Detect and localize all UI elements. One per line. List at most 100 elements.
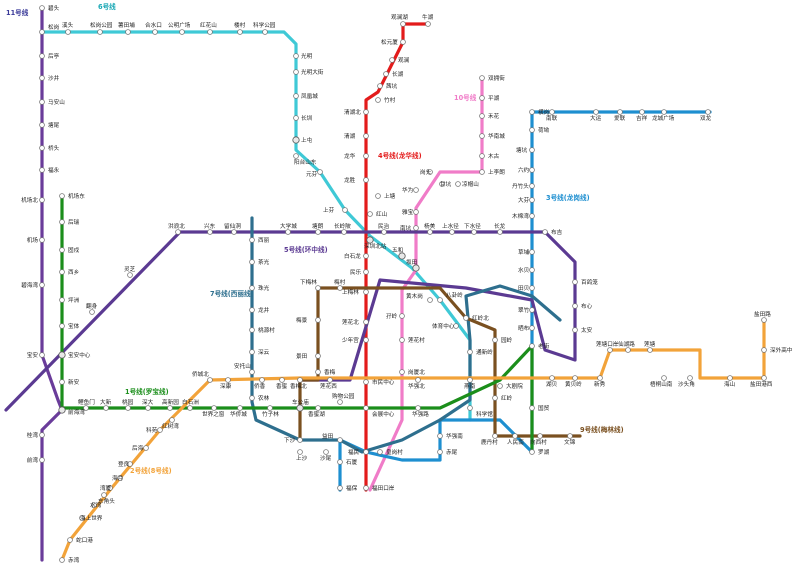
station-tiyuzhongxin[interactable]: [453, 323, 459, 329]
station-minzhi[interactable]: [381, 229, 387, 235]
station-hongshan[interactable]: [367, 211, 373, 217]
station-shenda[interactable]: [145, 405, 151, 411]
station-dongjiaotou[interactable]: [101, 492, 107, 498]
station-baoanzhongxin[interactable]: [58, 351, 66, 359]
station-tianbei[interactable]: [529, 285, 535, 291]
station-huaqianglu[interactable]: [415, 405, 421, 411]
station-taoyuan[interactable]: [125, 405, 131, 411]
station-henggang[interactable]: [529, 109, 535, 115]
station-gangtou[interactable]: [427, 169, 433, 175]
station-tangwei[interactable]: [39, 122, 45, 128]
station-baoti[interactable]: [59, 323, 65, 329]
station-longsheng[interactable]: [363, 177, 369, 183]
station-guantian[interactable]: [292, 136, 300, 144]
station-shangshuijing[interactable]: [449, 229, 455, 235]
station-taian[interactable]: [572, 327, 578, 333]
station-xitou[interactable]: [65, 29, 71, 35]
station-houting[interactable]: [39, 53, 45, 59]
station-baoan[interactable]: [39, 352, 45, 358]
station-bantian[interactable]: [412, 264, 420, 272]
station-wuhe[interactable]: [398, 252, 406, 260]
station-shanglilang[interactable]: [479, 169, 485, 175]
station-songyuanxia[interactable]: [400, 39, 406, 45]
station-kexueguan[interactable]: [467, 405, 473, 411]
station-jichang[interactable]: [39, 237, 45, 243]
station-honghuashan[interactable]: [207, 29, 213, 35]
station-longhua[interactable]: [363, 153, 369, 159]
station-liantangkouan[interactable]: [607, 347, 613, 353]
station-shutianpu[interactable]: [125, 29, 131, 35]
station-taoyuancun[interactable]: [249, 327, 255, 333]
station-guanlan[interactable]: [389, 57, 395, 63]
station-ailian[interactable]: [617, 109, 623, 115]
station-guangming[interactable]: [293, 53, 299, 59]
station-cuizhu[interactable]: [529, 307, 535, 313]
station-hezao[interactable]: [529, 127, 535, 133]
station-honglingbei[interactable]: [463, 315, 469, 321]
station-huizhanzhongxin[interactable]: [363, 405, 369, 411]
station-gaoxinyuan[interactable]: [167, 405, 173, 411]
station-xiameilin[interactable]: [315, 285, 321, 291]
station-fuyong[interactable]: [39, 167, 45, 173]
station-shiminzhongxin[interactable]: [363, 379, 369, 385]
station-qianhaiwan[interactable]: [58, 406, 66, 414]
station-jixiang[interactable]: [639, 109, 645, 115]
station-guanlanhu[interactable]: [400, 21, 406, 27]
station-xingdong[interactable]: [207, 229, 213, 235]
station-mumianwan[interactable]: [529, 213, 535, 219]
station-qiaotou[interactable]: [39, 145, 45, 151]
station-hubei[interactable]: [549, 375, 555, 381]
station-gangxiabei[interactable]: [399, 369, 405, 375]
station-lingzhi[interactable]: [127, 272, 133, 278]
station-yangmei[interactable]: [427, 229, 433, 235]
station-changzhen[interactable]: [293, 115, 299, 121]
station-antuoshan[interactable]: [249, 369, 255, 375]
station-qinghubei[interactable]: [363, 109, 369, 115]
station-dafen[interactable]: [529, 197, 535, 203]
station-qiaoxiang[interactable]: [259, 377, 265, 383]
station-fubao[interactable]: [337, 485, 343, 491]
station-mugu[interactable]: [479, 153, 485, 159]
station-yitian[interactable]: [337, 437, 343, 443]
station-huawei[interactable]: [413, 187, 419, 193]
station-huaqiangnan[interactable]: [437, 433, 443, 439]
station-laojie[interactable]: [529, 343, 535, 349]
station-shaoniangong[interactable]: [363, 337, 369, 343]
station-xinxiu[interactable]: [597, 375, 603, 381]
station-shatoujiao[interactable]: [687, 375, 693, 381]
station-shuibei[interactable]: [529, 267, 535, 273]
station-xinan[interactable]: [59, 379, 65, 385]
station-changhu[interactable]: [383, 71, 389, 77]
station-hongshuwan[interactable]: [169, 417, 175, 423]
station-renminnan[interactable]: [512, 433, 518, 439]
station-qianwan[interactable]: [39, 457, 45, 463]
station-xiashuijing[interactable]: [471, 229, 477, 235]
station-daxin[interactable]: [103, 405, 109, 411]
station-bagualing[interactable]: [437, 297, 443, 303]
station-houhai[interactable]: [143, 445, 149, 451]
station-daxuecheng[interactable]: [285, 229, 291, 235]
station-niuhu[interactable]: [425, 21, 431, 27]
station-huangmugang[interactable]: [427, 297, 433, 303]
station-xianhulu[interactable]: [625, 347, 631, 353]
station-buji[interactable]: [542, 229, 548, 235]
station-lianhuaxi[interactable]: [327, 377, 333, 383]
station-fanshen[interactable]: [89, 309, 95, 315]
station-xili[interactable]: [249, 237, 255, 243]
station-futiankouan[interactable]: [363, 485, 369, 491]
station-haishangshijie[interactable]: [79, 515, 85, 521]
station-shenwaigaozhong[interactable]: [761, 347, 767, 353]
station-heshuikou[interactable]: [152, 29, 158, 35]
station-wenjin[interactable]: [567, 433, 573, 439]
station-baishizhou[interactable]: [187, 405, 193, 411]
station-chiwei[interactable]: [437, 449, 443, 455]
station-shangmeilin[interactable]: [363, 289, 369, 295]
station-haishan[interactable]: [727, 375, 733, 381]
station-xiangmeibei[interactable]: [297, 377, 303, 383]
station-dengliang[interactable]: [127, 461, 133, 467]
station-liuxiandong[interactable]: [231, 229, 237, 235]
station-wanxia[interactable]: [107, 485, 113, 491]
station-ziling[interactable]: [399, 313, 405, 319]
station-meicun[interactable]: [337, 285, 343, 291]
station-tangkeng[interactable]: [529, 147, 535, 153]
